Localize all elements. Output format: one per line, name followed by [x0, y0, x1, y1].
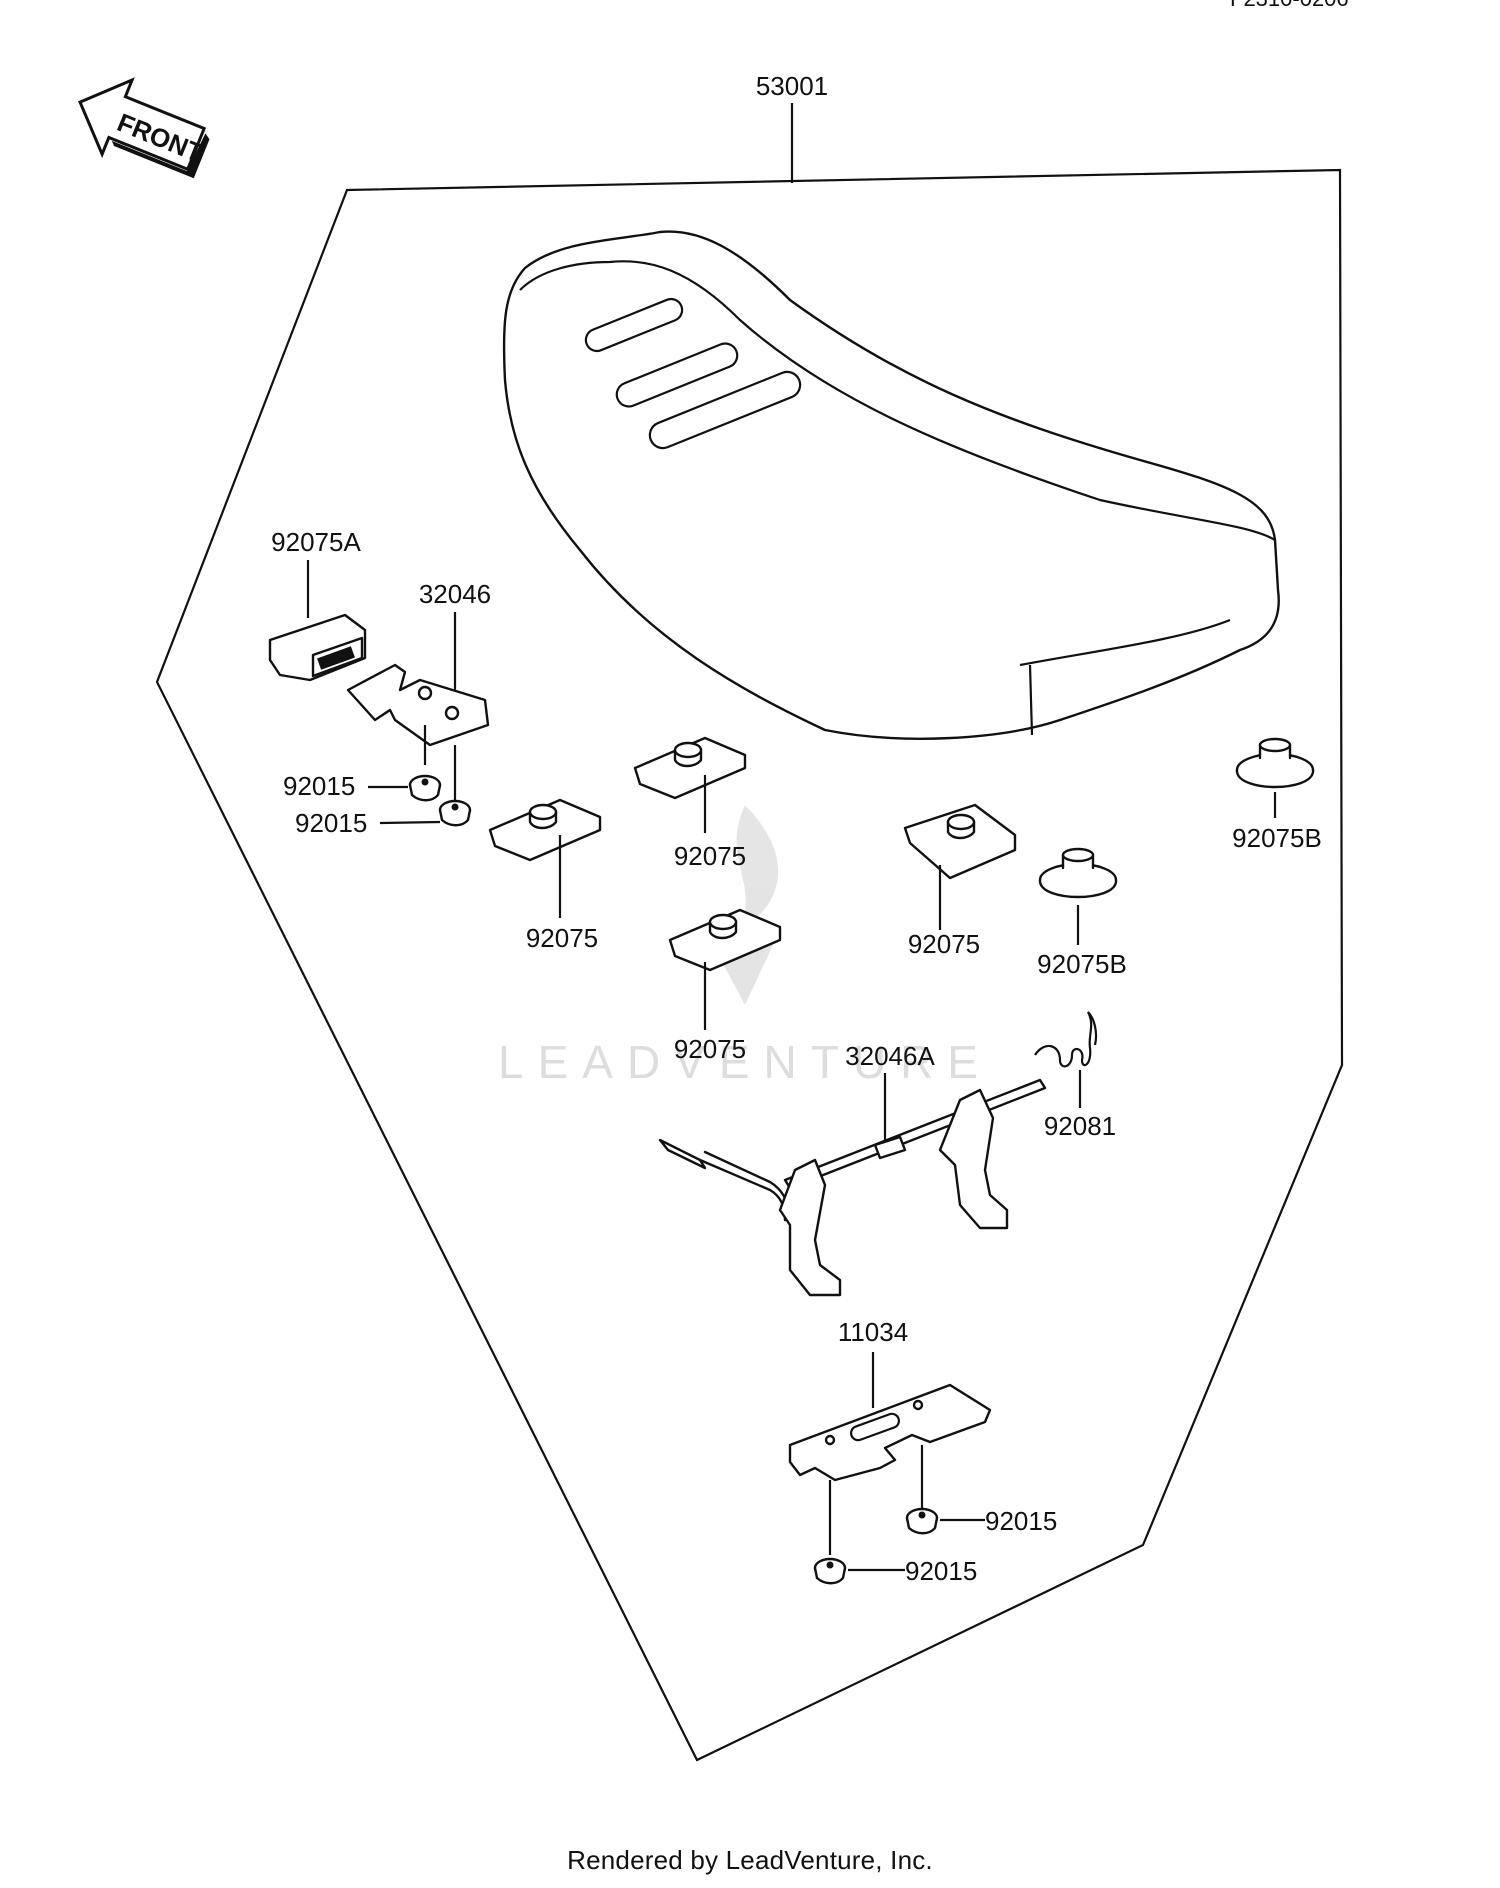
label-92075-c: 92075	[674, 1034, 746, 1064]
nut-92015-d	[813, 1557, 847, 1585]
footer-credit: Rendered by LeadVenture, Inc.	[567, 1845, 933, 1875]
lock-plate-11034	[788, 1383, 992, 1482]
label-92075-d: 92075	[908, 929, 980, 959]
label-92015-b: 92015	[295, 808, 367, 838]
label-92075-a: 92075	[526, 923, 598, 953]
label-92075A: 92075A	[271, 527, 361, 557]
label-53001: 53001	[756, 71, 828, 101]
lock-lever-32046A	[658, 1078, 1047, 1297]
diagram-code: F2310-0206	[1230, 0, 1349, 12]
damper-cap-92075B-a	[1235, 737, 1315, 789]
nut-92015-b	[438, 799, 472, 827]
label-92015-c: 92015	[985, 1506, 1057, 1536]
spring-92081	[1034, 1011, 1098, 1068]
watermark-text: LEADVENTURE	[498, 1036, 992, 1088]
damper-pad-92075-b	[633, 736, 747, 800]
front-arrow-icon: FRONT	[78, 77, 210, 179]
label-92015-a: 92015	[283, 771, 355, 801]
label-92075B-a: 92075B	[1232, 823, 1322, 853]
assembly-boundary	[155, 168, 1344, 1762]
label-32046: 32046	[419, 579, 491, 609]
bracket-32046	[346, 663, 490, 747]
label-11034: 11034	[838, 1317, 908, 1347]
label-92015-d: 92015	[905, 1556, 977, 1586]
label-92081: 92081	[1044, 1111, 1116, 1141]
nut-92015-a	[408, 774, 442, 802]
damper-pad-92075-d	[903, 803, 1017, 880]
damper-pad-92075-c	[668, 908, 782, 972]
label-32046A: 32046A	[845, 1041, 935, 1071]
damper-block-92075A	[268, 613, 367, 682]
damper-pad-92075-a	[488, 798, 602, 862]
label-92075B-b: 92075B	[1037, 949, 1127, 979]
nut-92015-c	[905, 1507, 939, 1535]
label-92075-b: 92075	[674, 841, 746, 871]
seat-53001	[502, 230, 1280, 740]
watermark-logo	[705, 805, 780, 1005]
damper-cap-92075B-b	[1038, 847, 1118, 899]
leader-92015-b	[379, 820, 441, 825]
